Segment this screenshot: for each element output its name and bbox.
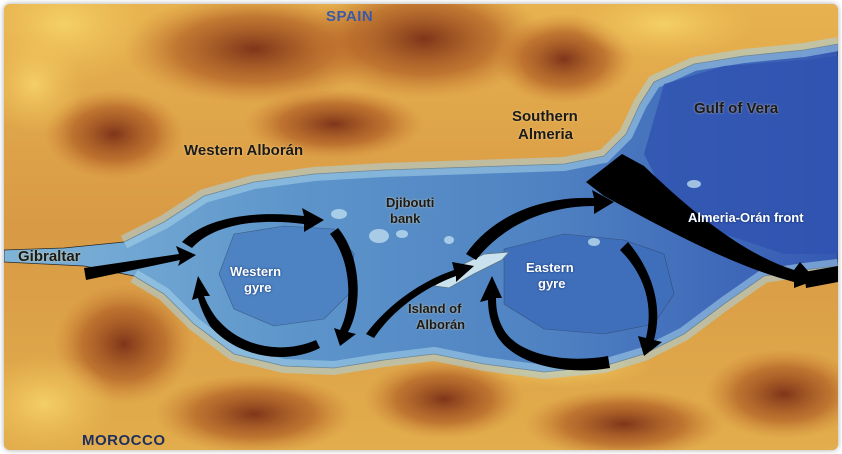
gulf-of-vera-deep	[644, 56, 838, 254]
continental-shelf	[120, 37, 838, 249]
southern-shelf	[130, 259, 838, 380]
label-western-alboran: Western Alborán	[184, 142, 304, 159]
label-island-of-alboran-line2: Alborán	[416, 317, 466, 332]
eastern-gyre-arrow-right	[620, 242, 662, 356]
label-gibraltar: Gibraltar	[18, 248, 81, 265]
label-spain: SPAIN	[326, 8, 374, 25]
label-southern-almeria-line2: Almeria	[518, 126, 574, 143]
label-western-gyre-line1: Western	[230, 264, 282, 279]
gibraltar-inflow-arrow	[84, 246, 196, 280]
label-southern-almeria-line1: Southern	[512, 108, 578, 125]
label-djibouti-bank-line2: bank	[390, 211, 421, 226]
map-frame: SPAIN MOROCCO Western Alborán Southern A…	[4, 4, 838, 450]
connecting-current-arrow	[366, 262, 474, 338]
island-of-alboran	[432, 251, 511, 289]
label-eastern-gyre-line2: gyre	[538, 276, 566, 291]
eastern-gyre-arrow-top	[466, 190, 614, 260]
eastern-gyre-arrow-bottom	[480, 276, 610, 371]
label-almeria-oran-front: Almeria-Orán front	[688, 210, 804, 225]
terrain-relief	[4, 4, 838, 450]
label-morocco: MOROCCO	[82, 432, 166, 449]
eastward-outflow-arrow	[804, 266, 838, 288]
label-djibouti-bank-line1: Djibouti	[386, 195, 435, 210]
western-gyre-arrow-right	[330, 228, 358, 346]
alboran-sea-map	[4, 4, 838, 450]
western-gyre-arrow-bottom	[192, 276, 320, 357]
label-gulf-of-vera: Gulf of Vera	[694, 100, 779, 117]
label-eastern-gyre-line1: Eastern	[526, 260, 574, 275]
label-western-gyre-line2: gyre	[244, 280, 272, 295]
western-gyre-arrow-top	[182, 208, 324, 248]
seamounts	[331, 180, 701, 246]
ocean-currents	[84, 154, 838, 371]
label-island-of-alboran-line1: Island of	[408, 301, 462, 316]
almeria-oran-front-arrow	[586, 154, 816, 288]
